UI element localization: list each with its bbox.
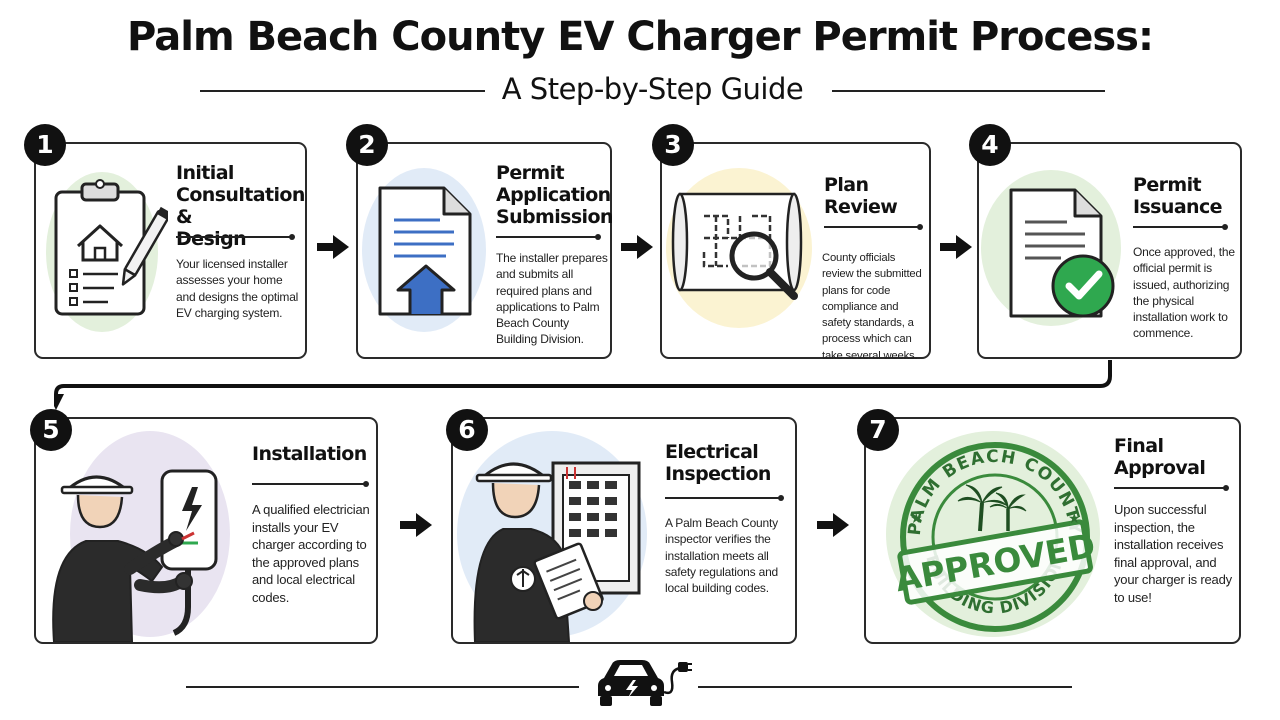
arrow-2-to-3-icon bbox=[621, 235, 653, 259]
step-4-card: Permit Issuance Once approved, the offic… bbox=[977, 142, 1242, 359]
step-7-description: Upon successful inspection, the installa… bbox=[1114, 502, 1232, 605]
step-7-card: PALM BEACH COUNTY BUILDING DIVISION APPR… bbox=[864, 417, 1241, 644]
clipboard-house-icon bbox=[54, 179, 168, 316]
row-connector-arrow-icon bbox=[54, 360, 1112, 410]
page-subtitle: A Step-by-Step Guide bbox=[501, 72, 804, 106]
blueprint-magnifier-icon bbox=[671, 192, 803, 300]
step-2-description: The installer prepares and submits all r… bbox=[496, 251, 608, 347]
arrow-3-to-4-icon bbox=[940, 235, 972, 259]
footer-rule-left bbox=[186, 686, 579, 688]
step-3-title: Plan Review bbox=[824, 174, 898, 218]
step-3-divider bbox=[824, 224, 923, 230]
step-6-card: Electrical Inspection A Palm Beach Count… bbox=[451, 417, 797, 644]
step-2-title: Permit Application Submission bbox=[496, 162, 613, 228]
page-title: Palm Beach County EV Charger Permit Proc… bbox=[127, 14, 1154, 60]
step-1-card: Initial Consultation & Design Your licen… bbox=[34, 142, 307, 359]
step-5-badge: 5 bbox=[30, 409, 72, 451]
step-1-divider bbox=[176, 234, 295, 240]
arrow-6-to-7-icon bbox=[817, 513, 849, 537]
step-7-badge: 7 bbox=[857, 409, 899, 451]
arrow-1-to-2-icon bbox=[317, 235, 349, 259]
footer-rule-right bbox=[698, 686, 1072, 688]
step-4-title: Permit Issuance bbox=[1133, 174, 1223, 218]
document-check-icon bbox=[1009, 188, 1115, 318]
step-6-divider bbox=[665, 495, 784, 501]
svg-text:★: ★ bbox=[910, 510, 923, 526]
step-6-description: A Palm Beach County inspector verifies t… bbox=[665, 516, 779, 596]
inspector-panel-icon bbox=[473, 461, 641, 642]
step-4-description: Once approved, the official permit is is… bbox=[1133, 245, 1235, 341]
step-3-description: County officials review the submitted pl… bbox=[822, 252, 922, 362]
step-1-description: Your licensed installer assesses your ho… bbox=[176, 257, 299, 320]
step-1-title: Initial Consultation & Design bbox=[176, 162, 305, 250]
ev-car-plug-icon bbox=[598, 660, 692, 706]
step-2-card: Permit Application Submission The instal… bbox=[356, 142, 613, 359]
step-6-title: Electrical Inspection bbox=[665, 441, 771, 485]
step-5-title: Installation bbox=[252, 443, 367, 465]
step-6-badge: 6 bbox=[446, 409, 488, 451]
step-1-badge: 1 bbox=[24, 124, 66, 166]
subtitle-rule-right bbox=[832, 90, 1105, 92]
step-2-divider bbox=[496, 234, 601, 240]
step-5-card: Installation A qualified electrician ins… bbox=[34, 417, 378, 644]
electrician-charger-icon bbox=[52, 469, 218, 642]
step-2-badge: 2 bbox=[346, 124, 388, 166]
step-4-divider bbox=[1133, 224, 1228, 230]
step-7-title: Final Approval bbox=[1114, 435, 1206, 479]
approved-stamp-icon: PALM BEACH COUNTY BUILDING DIVISION APPR… bbox=[892, 442, 1098, 632]
step-3-badge: 3 bbox=[652, 124, 694, 166]
subtitle-rule-left bbox=[200, 90, 485, 92]
step-7-divider bbox=[1114, 485, 1229, 491]
arrow-5-to-6-icon bbox=[400, 513, 432, 537]
subtitle-row: A Step-by-Step Guide bbox=[200, 70, 1105, 110]
document-upload-icon bbox=[378, 186, 472, 316]
svg-text:★: ★ bbox=[1068, 510, 1081, 526]
step-5-divider bbox=[252, 481, 369, 487]
step-4-badge: 4 bbox=[969, 124, 1011, 166]
step-3-card: Plan Review County officials review the … bbox=[660, 142, 931, 362]
step-5-description: A qualified electrician installs your EV… bbox=[252, 502, 370, 605]
